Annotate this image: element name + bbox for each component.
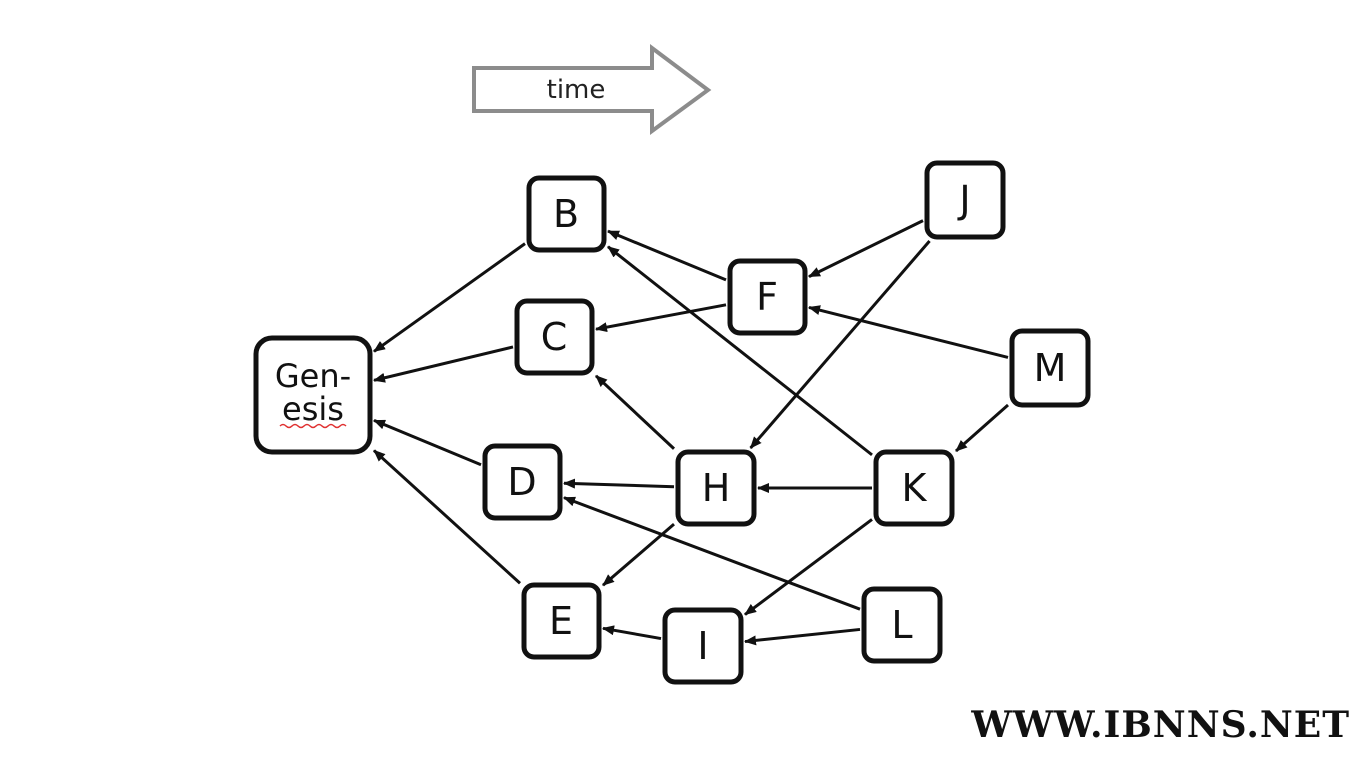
edge-m-to-f xyxy=(808,305,1009,359)
node-k: K xyxy=(873,449,955,527)
node-m-label: M xyxy=(1034,346,1067,390)
edge-m-to-k xyxy=(955,403,1009,453)
node-l-box xyxy=(861,586,943,664)
node-h-label: H xyxy=(702,466,731,510)
node-c: C xyxy=(514,298,595,376)
node-genesis: Gen- esis xyxy=(253,335,373,455)
node-f-box xyxy=(727,258,808,336)
node-e: E xyxy=(521,582,602,660)
node-i-box xyxy=(662,607,744,685)
watermark: WWW.IBNNS.NET xyxy=(970,704,1350,746)
node-e-box xyxy=(521,582,602,660)
node-genesis-box xyxy=(253,335,373,455)
node-d: D xyxy=(482,443,563,521)
edge-c-to-genesis xyxy=(373,345,514,383)
node-f-label: F xyxy=(756,275,778,319)
edge-h-to-e xyxy=(602,523,675,587)
edge-j-to-h xyxy=(749,240,931,449)
edge-f-to-b xyxy=(607,229,727,282)
node-c-label: C xyxy=(541,315,568,359)
edge-j-to-f xyxy=(808,219,924,278)
edge-d-to-genesis xyxy=(373,418,482,467)
edges-layer xyxy=(372,219,1009,646)
node-j-box xyxy=(924,160,1006,240)
edge-h-to-d xyxy=(563,478,675,489)
edge-b-to-genesis xyxy=(373,242,526,353)
node-k-box xyxy=(873,449,955,527)
spellcheck-underline xyxy=(279,423,347,429)
node-f: F xyxy=(727,258,808,336)
genesis-label-line1: Gen- xyxy=(275,357,351,395)
node-h-box xyxy=(675,449,757,527)
time-arrow: time xyxy=(472,44,712,135)
node-j-label: J xyxy=(957,178,970,222)
edge-f-to-c xyxy=(595,303,727,333)
node-i-label: I xyxy=(697,624,708,668)
edge-e-to-genesis xyxy=(372,449,522,585)
time-arrow-shape xyxy=(472,44,712,135)
edge-k-to-i xyxy=(744,518,873,616)
node-e-label: E xyxy=(549,599,573,643)
edge-i-to-e xyxy=(602,625,662,641)
node-d-label: D xyxy=(507,460,536,504)
node-m-box xyxy=(1009,328,1091,408)
node-c-box xyxy=(514,298,595,376)
edge-k-to-b xyxy=(607,245,873,457)
node-b-label: B xyxy=(553,192,579,236)
node-l: L xyxy=(861,586,943,664)
node-i: I xyxy=(662,607,744,685)
node-d-box xyxy=(482,443,563,521)
node-b-box xyxy=(526,175,607,253)
node-m: M xyxy=(1009,328,1091,408)
node-k-label: K xyxy=(902,466,928,510)
edge-l-to-i xyxy=(744,627,861,646)
node-j: J xyxy=(924,160,1006,240)
edge-h-to-c xyxy=(594,374,676,450)
genesis-label-line2: esis xyxy=(282,390,344,428)
time-label: time xyxy=(547,75,606,105)
node-l-label: L xyxy=(891,603,912,647)
node-h: H xyxy=(675,449,757,527)
edge-l-to-d xyxy=(563,496,861,611)
node-b: B xyxy=(526,175,607,253)
